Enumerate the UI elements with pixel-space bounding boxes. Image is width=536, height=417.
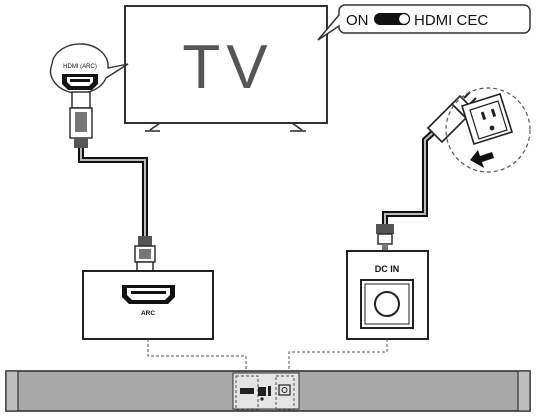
soundbar-hdmi-panel: ARC	[82, 270, 214, 340]
dc-in-label: DC IN	[375, 264, 400, 274]
panel-leader-lines	[147, 339, 388, 372]
soundbar-power-panel: DC IN	[346, 250, 429, 340]
tv-label: TV	[182, 33, 273, 102]
power-adapter-icon	[376, 91, 477, 252]
tv-hdmi-port-callout: HDMI (ARC)	[49, 43, 129, 95]
arc-label: ARC	[141, 310, 155, 317]
cec-on-label: ON	[346, 12, 369, 29]
hdmi-cec-bubble: ON HDMI CEC	[317, 4, 531, 41]
hdmi-port-icon	[122, 285, 175, 304]
soundbar-icon	[5, 370, 531, 412]
dc-jack-icon	[360, 279, 414, 329]
hdmi-port-icon	[62, 74, 98, 90]
toggle-switch-icon	[374, 12, 411, 26]
tv-icon: TV	[124, 5, 328, 132]
tv-port-label: HDMI (ARC)	[63, 64, 97, 70]
wall-outlet-icon	[445, 87, 531, 173]
cec-feature-label: HDMI CEC	[414, 12, 488, 29]
insert-arrow-icon	[470, 150, 494, 168]
